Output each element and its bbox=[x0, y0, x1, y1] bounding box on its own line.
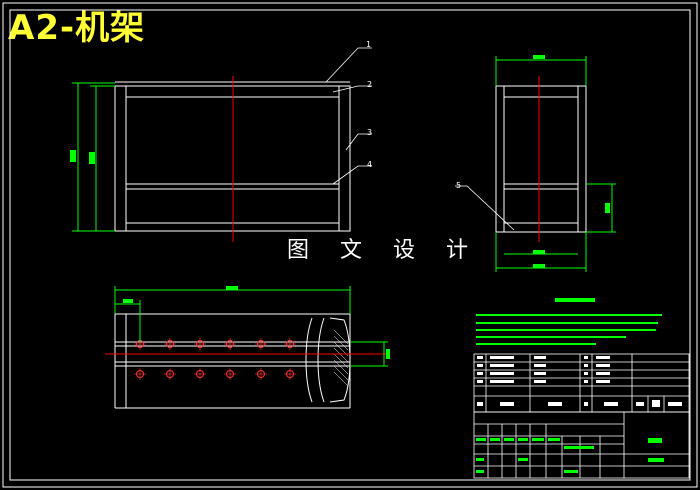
title-block bbox=[473, 411, 690, 479]
parts-list-text bbox=[477, 356, 682, 407]
inner-frame bbox=[9, 9, 691, 481]
bolt-holes bbox=[134, 338, 296, 380]
top-view-hatch bbox=[333, 329, 349, 387]
callout-3: 3 bbox=[367, 128, 373, 137]
front-leaders bbox=[325, 47, 372, 185]
technical-notes bbox=[476, 298, 662, 345]
side-leader bbox=[455, 185, 515, 231]
side-view bbox=[495, 85, 587, 233]
watermark-text: 图 文 设 计 bbox=[287, 238, 480, 263]
side-dimensions bbox=[495, 55, 616, 272]
callout-2: 2 bbox=[367, 80, 373, 89]
parts-list bbox=[473, 353, 690, 413]
drawing-title: A2-机架 bbox=[8, 8, 146, 48]
title-block-text bbox=[476, 438, 664, 473]
front-dimensions bbox=[70, 82, 115, 232]
callout-4: 4 bbox=[367, 160, 373, 169]
callout-5: 5 bbox=[456, 181, 462, 190]
top-view bbox=[114, 313, 351, 409]
callout-1: 1 bbox=[366, 40, 372, 49]
top-dimensions bbox=[114, 286, 390, 367]
